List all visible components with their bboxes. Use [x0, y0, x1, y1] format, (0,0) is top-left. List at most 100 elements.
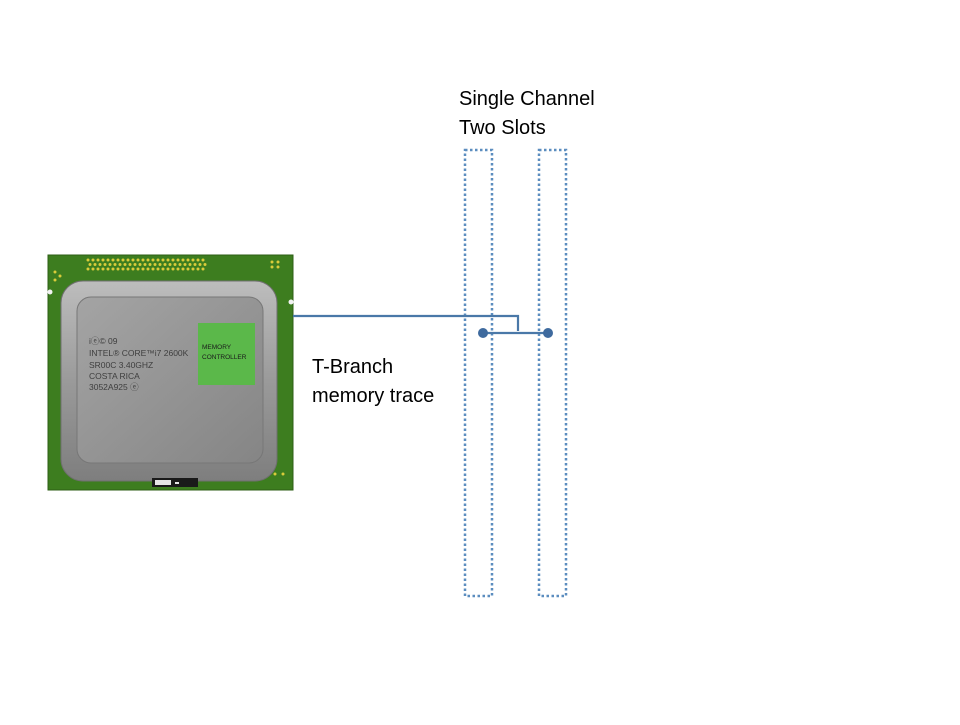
cpu-pin [181, 267, 185, 271]
cpu-pin [88, 263, 92, 266]
memory-controller-label: CONTROLLER [202, 354, 247, 361]
cpu-pin [153, 263, 157, 266]
cpu-pin [118, 263, 122, 266]
cpu-pin [103, 263, 107, 266]
cpu-pin [93, 263, 97, 266]
memory-controller-block [198, 323, 255, 385]
cpu-pin [121, 258, 125, 262]
slot-1-connection-dot [478, 328, 488, 338]
cpu-marking-line: COSTA RICA [89, 371, 140, 381]
trace-main-line [293, 314, 520, 331]
cpu-pin [98, 263, 102, 266]
cpu-barcode-mark [155, 480, 171, 485]
cpu-pin [121, 267, 125, 271]
cpu-pin [176, 258, 180, 262]
cpu-pin [196, 267, 200, 271]
cpu-pin [171, 258, 175, 262]
cpu-pin [116, 267, 120, 271]
cpu-pin [171, 267, 175, 271]
cpu-pin [196, 258, 200, 262]
cpu-pin [276, 260, 280, 264]
cpu-pin [101, 258, 105, 262]
cpu-pin [136, 267, 140, 271]
cpu-pin [156, 267, 160, 271]
slots-caption-line: Two Slots [459, 117, 546, 139]
cpu-pin [178, 263, 182, 266]
cpu-pin [148, 263, 152, 266]
cpu-pin [151, 258, 155, 262]
cpu-pin [136, 258, 140, 262]
cpu-pin [273, 472, 277, 476]
cpu-pin [108, 263, 112, 266]
cpu-pin [173, 263, 177, 266]
cpu-pin [270, 260, 274, 264]
cpu-pin [91, 267, 95, 271]
cpu-chip: iⓔ© 09 INTEL® CORE™i7 2600K SR00C 3.40GH… [47, 254, 294, 491]
cpu-marking-line: SR00C 3.40GHZ [89, 360, 153, 370]
cpu-pin [188, 263, 192, 266]
trace-caption-line: memory trace [312, 385, 435, 407]
cpu-pin [141, 267, 145, 271]
trace-caption-line: T-Branch [312, 356, 394, 378]
cpu-pin [281, 472, 285, 476]
cpu-pin [111, 267, 115, 271]
cpu-pin [203, 263, 207, 266]
cpu-pin [191, 258, 195, 262]
cpu-notch-right [288, 299, 294, 305]
cpu-pin [58, 274, 62, 278]
cpu-pin [161, 267, 165, 271]
cpu-pin [151, 267, 155, 271]
cpu-pin [201, 258, 205, 262]
cpu-pin [146, 258, 150, 262]
cpu-pin [191, 267, 195, 271]
cpu-marking-line: 3052A925 ⓔ [89, 382, 139, 392]
slots-caption-line: Single Channel [459, 88, 595, 110]
cpu-pin [166, 258, 170, 262]
cpu-pin [181, 258, 185, 262]
cpu-pin [128, 263, 132, 266]
cpu-pin [168, 263, 172, 266]
cpu-pin [161, 258, 165, 262]
cpu-pin [143, 263, 147, 266]
cpu-pin [106, 258, 110, 262]
cpu-pin [126, 258, 130, 262]
cpu-pin [86, 258, 90, 262]
cpu-pin [156, 258, 160, 262]
cpu-pin [131, 267, 135, 271]
cpu-pin [91, 258, 95, 262]
cpu-pin [86, 267, 90, 271]
cpu-pin [106, 267, 110, 271]
cpu-pin [270, 265, 274, 269]
cpu-pin [138, 263, 142, 266]
cpu-pin [126, 267, 130, 271]
trace-caption: T-Branch memory trace [312, 353, 434, 411]
memory-slot-2 [537, 148, 568, 598]
cpu-pin [186, 258, 190, 262]
memory-slot-1 [463, 148, 494, 598]
cpu-pin [186, 267, 190, 271]
cpu-pin [276, 265, 280, 269]
cpu-pin [96, 267, 100, 271]
cpu-contact-pins [53, 258, 285, 476]
cpu-pin [141, 258, 145, 262]
cpu-pin [146, 267, 150, 271]
cpu-pin [158, 263, 162, 266]
cpu-pin [198, 263, 202, 266]
cpu-pin [53, 270, 57, 274]
memory-controller-label: MEMORY [202, 344, 232, 351]
cpu-pin [201, 267, 205, 271]
cpu-pin [113, 263, 117, 266]
cpu-pin [116, 258, 120, 262]
cpu-pin [111, 258, 115, 262]
cpu-markings: iⓔ© 09 INTEL® CORE™i7 2600K SR00C 3.40GH… [89, 336, 189, 392]
cpu-pin [183, 263, 187, 266]
cpu-pin [131, 258, 135, 262]
cpu-marking-line: iⓔ© 09 [89, 336, 118, 346]
t-branch-trace [293, 314, 548, 335]
cpu-pin [133, 263, 137, 266]
cpu-pin [193, 263, 197, 266]
cpu-pin [176, 267, 180, 271]
cpu-pin [163, 263, 167, 266]
